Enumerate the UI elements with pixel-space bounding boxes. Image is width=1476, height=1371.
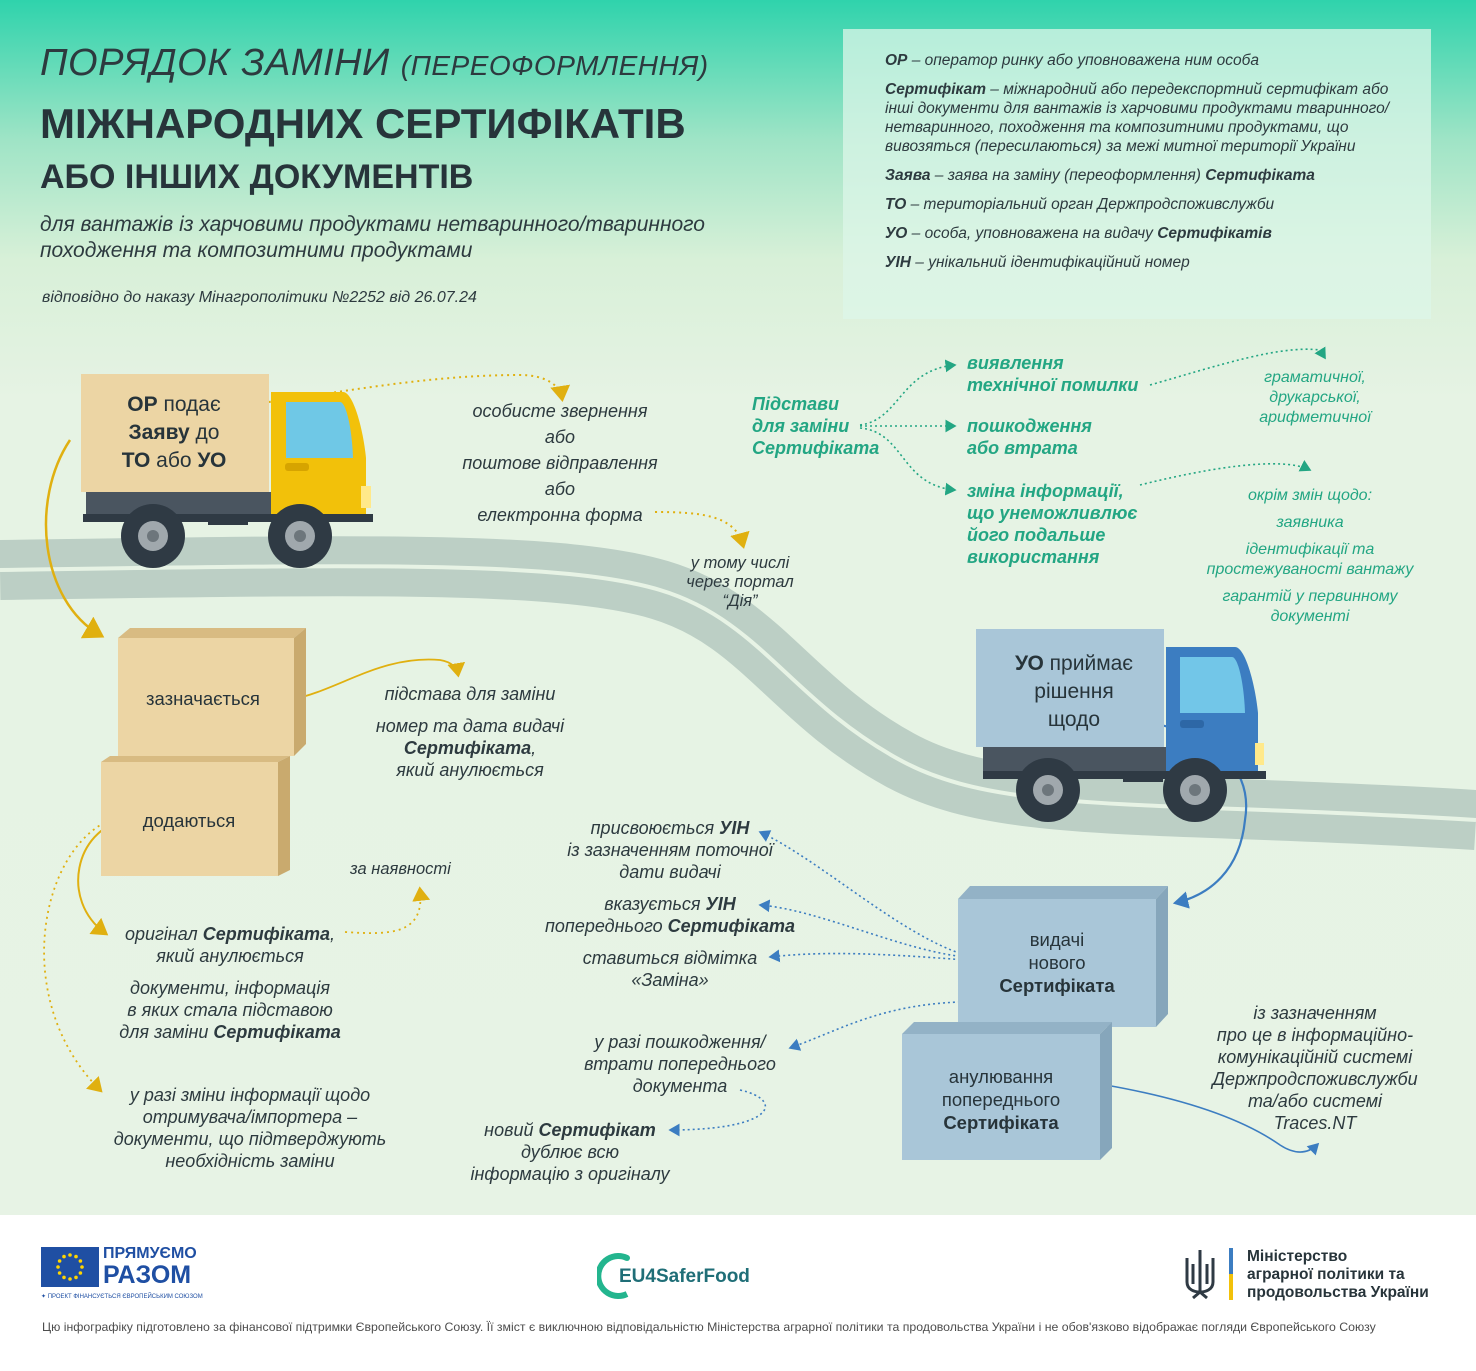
crate-indicated-label: зазначається xyxy=(146,688,260,709)
eu-slogan-1: ПРЯМУЄМО xyxy=(103,1245,197,1262)
submission-methods: особисте звернення або поштове відправле… xyxy=(462,401,658,525)
glossary-item: ОР – оператор ринку або уповноважена ним… xyxy=(885,52,1260,69)
attached-original: оригінал Сертифіката, який анулюється xyxy=(124,924,336,966)
ministry-name: Міністерство аграрної політики та продов… xyxy=(1247,1248,1429,1301)
portal-note: у тому числі через портал “Дія” xyxy=(686,554,794,610)
blue-truck-icon xyxy=(976,629,1266,822)
crate-issue-new: видачі нового Сертифіката xyxy=(999,929,1115,996)
duplicate-note: новий Сертифікат дублює всю інформацію з… xyxy=(470,1120,670,1184)
truck2-label: УО приймає рішення щодо xyxy=(1014,652,1134,731)
yellow-truck-icon xyxy=(81,374,373,568)
crate-attached-label: додаються xyxy=(142,810,236,831)
glossary-item: ТО – територіальний орган Держпродспожив… xyxy=(885,196,1275,213)
order-reference: відповідно до наказу Мінагрополітики №22… xyxy=(42,289,477,306)
blue-crates-icon xyxy=(902,886,1168,1160)
previous-uin-note: вказується УІН попереднього Сертифіката xyxy=(545,894,795,936)
attached-importer-docs: у разі зміни інформації щодо отримувача/… xyxy=(113,1085,387,1171)
glossary-item: Заява – заява на заміну (переоформлення)… xyxy=(885,167,1315,184)
glossary-panel: ОР – оператор ринку або уповноважена ним… xyxy=(843,29,1431,319)
eu-funding-note: ✦ ПРОЕКТ ФІНАНСУЄТЬСЯ ЄВРОПЕЙСЬКИМ СОЮЗО… xyxy=(41,1294,203,1300)
replacement-mark-note: ставиться відмітка «Заміна» xyxy=(582,948,758,990)
title-paren: (ПЕРЕОФОРМЛЕННЯ) xyxy=(400,50,709,81)
annul-system-note: із зазначенням про це в інформаційно- ко… xyxy=(1212,1003,1418,1133)
grounds-label: Підстави для заміни Сертифіката xyxy=(752,394,880,458)
title-line2: МІЖНАРОДНИХ СЕРТИФІКАТІВ xyxy=(40,100,686,147)
crate-annul-previous: анулювання попереднього Сертифіката xyxy=(941,1066,1061,1133)
disclaimer: Цю інфографіку підготовлено за фінансово… xyxy=(42,1320,1376,1334)
error-types: граматичної,друкарської,арифметичної xyxy=(1259,369,1371,426)
glossary-item: УІН – унікальний ідентифікаційний номер xyxy=(885,254,1190,271)
eu-flag-icon xyxy=(41,1247,99,1287)
glossary-item: УО – особа, уповноважена на видачу Серти… xyxy=(885,225,1272,242)
title-line3: АБО ІНШИХ ДОКУМЕНТІВ xyxy=(40,158,474,196)
attached-documents: документи, інформація в яких стала підст… xyxy=(119,978,341,1042)
tan-crates-icon xyxy=(101,628,306,876)
subtitle: для вантажів із харчовими продуктами нет… xyxy=(40,213,705,262)
damage-loss-note: у разі пошкодження/ втрати попереднього … xyxy=(584,1032,776,1096)
eu-slogan-2: РАЗОМ xyxy=(103,1261,192,1289)
eu4saferfood-logo: EU4SaferFood xyxy=(597,1250,767,1302)
truck1-label: ОР подає Заяву до ТО або УО xyxy=(121,393,227,472)
glossary-item: Сертифікат – міжнародний або передекспор… xyxy=(885,81,1390,155)
trident-icon xyxy=(1185,1250,1215,1300)
if-available: за наявності xyxy=(350,860,451,878)
indicated-items: підстава для заміни номер та дата видачі… xyxy=(375,684,565,780)
exceptions: окрім змін щодо: заявника ідентифікації … xyxy=(1206,487,1414,625)
eu4saferfood-icon xyxy=(597,1253,630,1299)
assign-uin-note: присвоюється УІН із зазначенням поточної… xyxy=(567,818,773,882)
title-line1: ПОРЯДОК ЗАМІНИ (ПЕРЕОФОРМЛЕННЯ) xyxy=(40,42,709,84)
